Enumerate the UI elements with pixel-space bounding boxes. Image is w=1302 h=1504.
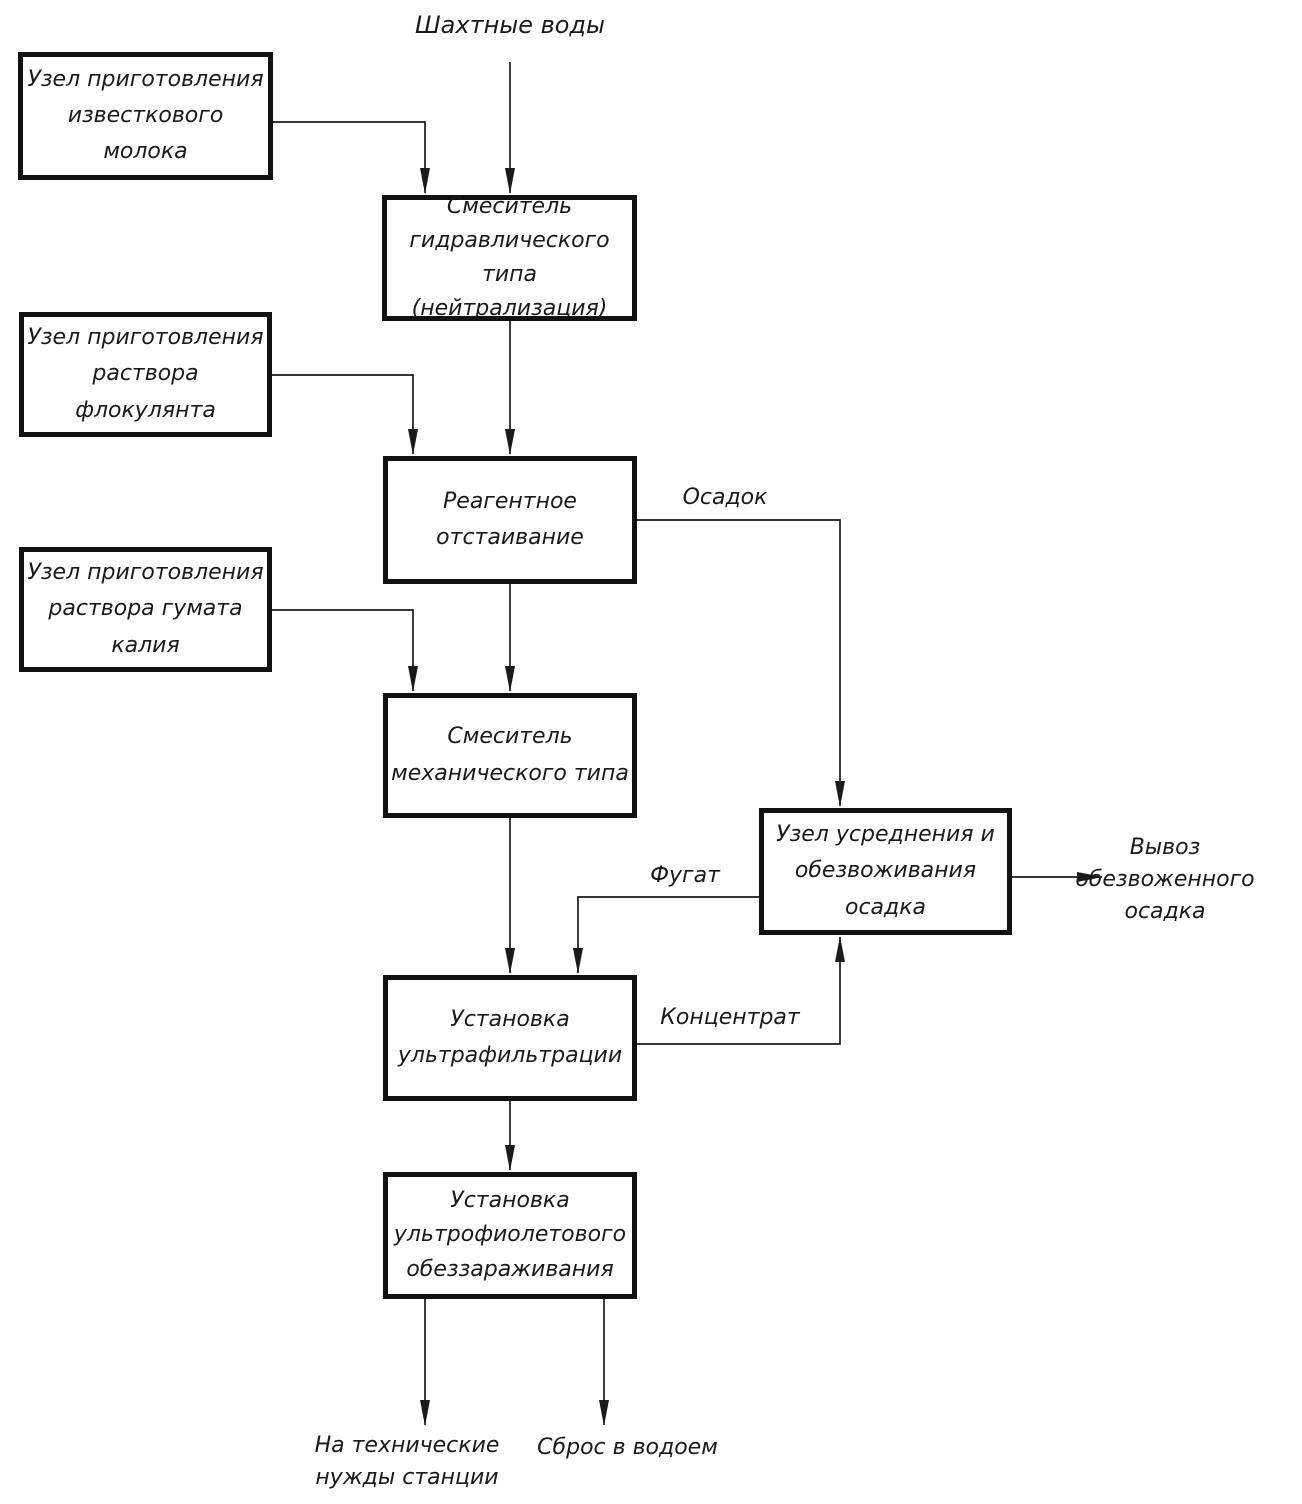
box-text-line: раствора флокулянта xyxy=(75,361,216,423)
label-text-line: На технические xyxy=(314,1433,500,1458)
box-text-line: ультрофиолетового xyxy=(393,1222,627,1248)
arrow-concentrate-to-sludge-unit xyxy=(637,936,845,1045)
dewatered-sludge-export-label: Вывоз обезвоженного осадка xyxy=(1040,832,1290,928)
mine-waters-label: Шахтные воды xyxy=(415,11,605,39)
mechanical-mixer-box: Смеситель механического типа xyxy=(383,693,637,818)
box-text-line: Узел приготовления xyxy=(27,66,264,92)
box-text-line: типа (нейтрализация) xyxy=(411,262,608,322)
concentrate-flow-label: Концентрат xyxy=(660,1005,800,1030)
arrow-flocculant-to-settling xyxy=(272,374,418,455)
box-text-line: Смеситель xyxy=(447,724,573,750)
box-text-line: Узел приготовления xyxy=(27,560,264,586)
box-text-line: механического типа xyxy=(391,760,629,786)
fugate-flow-label: Фугат xyxy=(650,863,720,888)
sediment-flow-label: Осадок xyxy=(682,485,768,510)
arrow-sediment-to-sludge-unit xyxy=(637,519,845,807)
label-text-line: осадка xyxy=(1124,898,1206,924)
box-text-line: Реагентное xyxy=(443,488,577,514)
box-text-line: отстаивание xyxy=(436,525,584,550)
box-text-line: обеззараживания xyxy=(406,1256,614,1282)
uv-disinfection-unit-box: Установка ультрофиолетового обеззаражива… xyxy=(383,1172,637,1299)
box-text-line: раствора гумата калия xyxy=(48,596,243,658)
box-text-line: ультрафильтрации xyxy=(397,1043,623,1068)
box-text-line: гидравлического xyxy=(409,227,610,253)
lime-milk-preparation-box: Узел приготовления известкового молока xyxy=(18,52,273,180)
box-text-line: Смеситель xyxy=(446,193,573,219)
sludge-averaging-dewatering-box: Узел усреднения и обезвоживания осадка xyxy=(759,808,1012,935)
hydraulic-mixer-box: Смеситель гидравлического типа (нейтрали… xyxy=(382,194,637,321)
arrow-humate-to-mech-mixer xyxy=(272,609,418,692)
technical-needs-label: На технические нужды станции xyxy=(312,1430,502,1494)
potassium-humate-preparation-box: Узел приготовления раствора гумата калия xyxy=(19,547,272,672)
arrow-lime-to-hydraulic-mixer xyxy=(273,121,430,194)
label-text-line: Вывоз обезвоженного xyxy=(1075,835,1255,892)
flocculant-preparation-box: Узел приготовления раствора флокулянта xyxy=(19,312,272,437)
box-text-line: Установка xyxy=(450,1006,570,1032)
discharge-to-reservoir-label: Сброс в водоем xyxy=(537,1435,718,1460)
arrow-fugate-to-ultrafiltration xyxy=(573,896,759,974)
reagent-settling-box: Реагентное отстаивание xyxy=(383,456,637,584)
box-text-line: обезвоживания осадка xyxy=(794,858,977,920)
ultrafiltration-unit-box: Установка ультрафильтрации xyxy=(383,975,637,1101)
box-text-line: известкового молока xyxy=(67,102,224,165)
label-text-line: нужды станции xyxy=(315,1464,499,1490)
box-text-line: Узел приготовления xyxy=(27,325,264,351)
box-text-line: Установка xyxy=(450,1188,570,1214)
box-text-line: Узел усреднения и xyxy=(776,822,995,848)
